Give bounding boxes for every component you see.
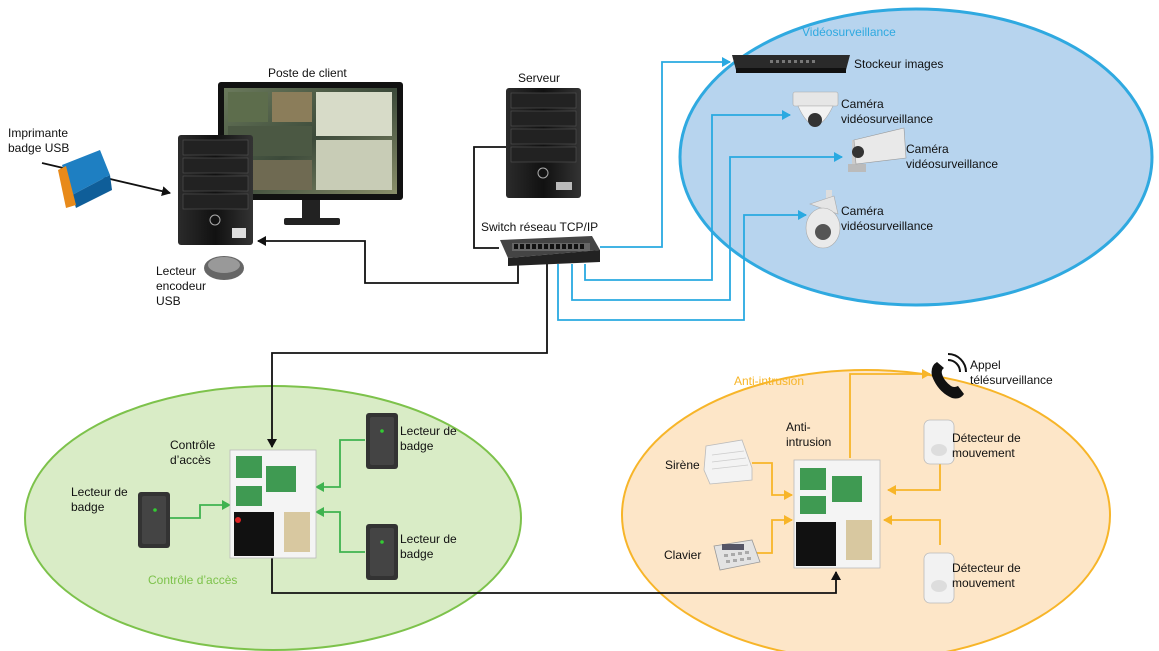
badge-reader-icon bbox=[366, 413, 398, 469]
orange-links bbox=[752, 369, 941, 554]
badge-printer-icon bbox=[58, 150, 112, 208]
video-zone bbox=[678, 7, 1154, 307]
badge-reader-icon bbox=[138, 492, 170, 548]
server-label: Serveur bbox=[518, 71, 561, 85]
black-links bbox=[41, 146, 841, 594]
motion-detector-icon bbox=[923, 419, 955, 465]
server-icon bbox=[506, 88, 581, 198]
ptz-camera-icon bbox=[805, 190, 841, 249]
client-station-label: Poste de client bbox=[268, 66, 347, 80]
zone-title-video: Vidéosurveillance bbox=[802, 25, 896, 39]
usb-reader-icon bbox=[204, 256, 244, 280]
badge-reader-icon bbox=[366, 524, 398, 580]
zone-title-access: Contrôle d’accès bbox=[148, 573, 238, 587]
dvr-icon bbox=[732, 55, 850, 73]
monitor-icon bbox=[218, 82, 403, 225]
phone-icon bbox=[931, 353, 967, 399]
network-switch-icon bbox=[500, 236, 600, 266]
blue-links bbox=[557, 57, 843, 321]
keypad-label: Clavier bbox=[664, 548, 702, 562]
siren-label: Sirène bbox=[665, 458, 700, 472]
motion-detector-icon bbox=[923, 552, 955, 604]
siren-icon bbox=[703, 439, 753, 485]
zone-title-intrusion: Anti-intrusion bbox=[734, 374, 805, 388]
bullet-camera-icon bbox=[848, 127, 907, 172]
access-control-panel-icon bbox=[229, 449, 317, 559]
intrusion-panel-icon bbox=[793, 459, 881, 569]
switch-label: Switch réseau TCP/IP bbox=[481, 220, 599, 234]
green-links bbox=[170, 439, 365, 553]
pc-tower-icon bbox=[178, 135, 253, 245]
intrusion-controller-label: Anti-intrusion bbox=[786, 420, 832, 449]
keypad-icon bbox=[713, 539, 761, 571]
dome-camera-icon bbox=[792, 91, 839, 127]
storage-label: Stockeur images bbox=[854, 57, 944, 71]
